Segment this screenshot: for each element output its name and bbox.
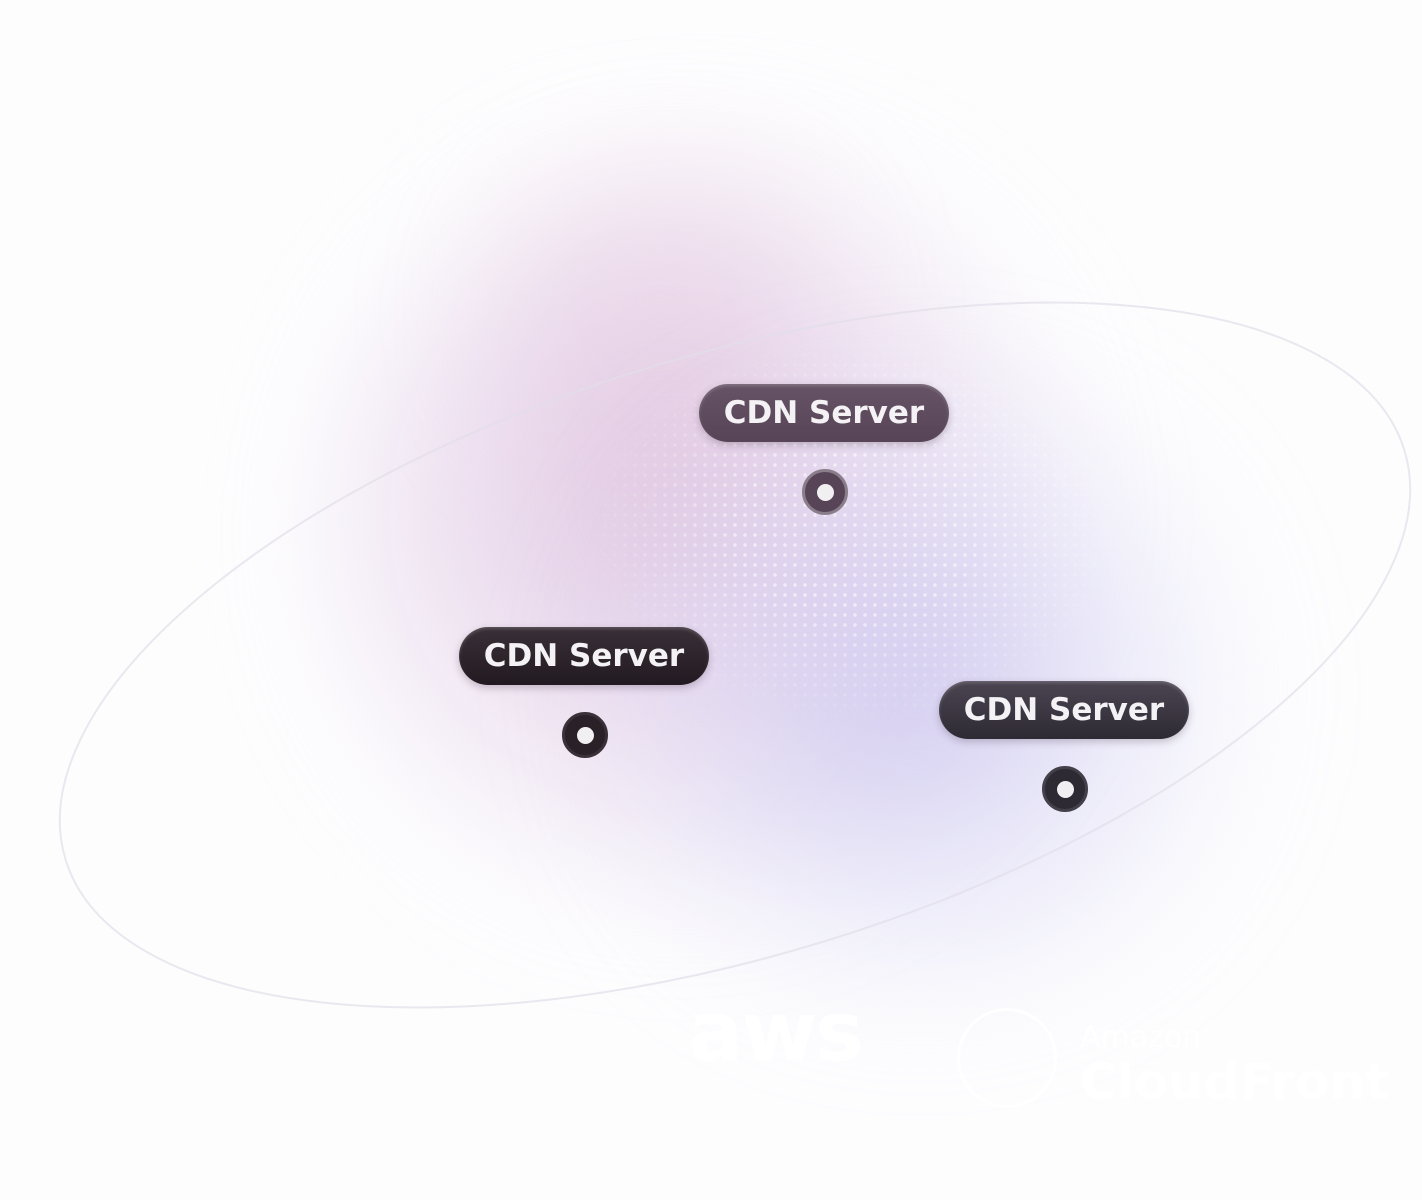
location-pin-icon [562,712,608,758]
server-label: CDN Server [939,681,1189,739]
location-pin-icon [1042,766,1088,812]
server-label: CDN Server [699,384,949,442]
server-label: CDN Server [459,627,709,685]
location-pin-icon [802,469,848,515]
cloudfront-logo-bottom: CloudFront [1080,1053,1390,1111]
aws-logo: aws [688,985,864,1080]
cloudfront-icon [957,1008,1057,1108]
cloudfront-logo-top: Amazon [1080,1020,1202,1055]
